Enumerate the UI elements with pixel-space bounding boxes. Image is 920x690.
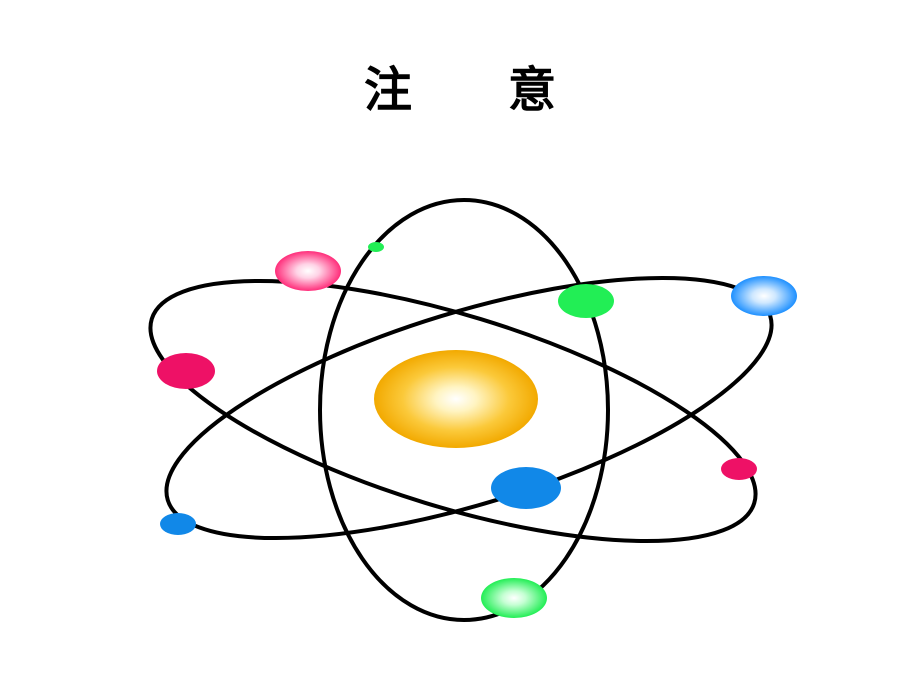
electron-sky-right — [731, 276, 797, 316]
title-char-2: 意 — [508, 62, 557, 118]
electron-blue-center — [491, 467, 561, 509]
orbit-vertical — [318, 198, 610, 622]
page-title: 注意 — [0, 58, 920, 122]
electron-blue-left — [160, 513, 196, 535]
electron-green-bottom — [481, 578, 547, 618]
nucleus — [374, 350, 538, 448]
electron-green-small — [368, 242, 384, 252]
electron-crimson-right — [721, 458, 757, 480]
orbit-tilt-down — [148, 278, 758, 544]
electron-crimson-left — [157, 353, 215, 389]
electron-pink-top — [275, 251, 341, 291]
electron-green-right — [558, 284, 614, 318]
title-char-1: 注 — [363, 62, 412, 118]
